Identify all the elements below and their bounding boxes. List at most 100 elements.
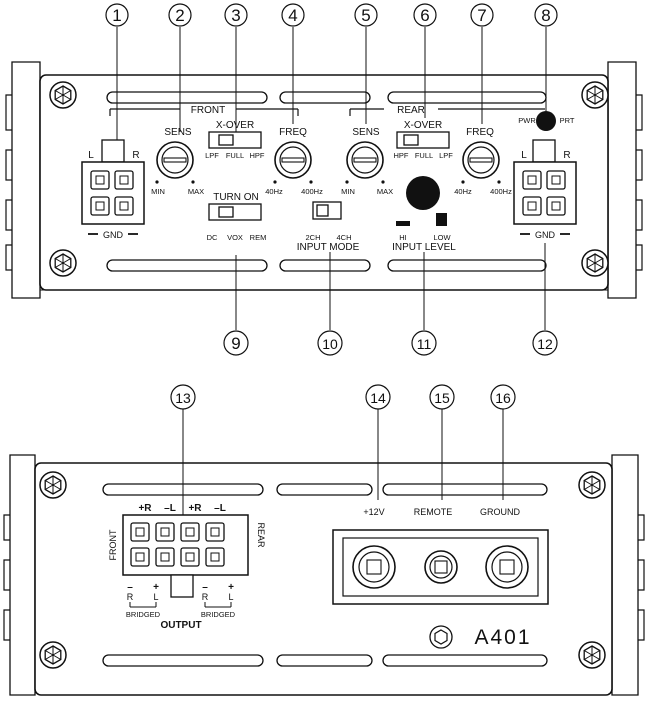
bottom-leader-lines xyxy=(182,409,504,515)
callout-11: 11 xyxy=(411,330,437,356)
status-led xyxy=(536,111,556,131)
callout-10: 10 xyxy=(317,330,343,356)
r-label: R xyxy=(202,592,209,602)
minus-sign: – xyxy=(202,582,208,593)
front-freq-knob[interactable] xyxy=(274,141,312,179)
turn-on-opt: DC xyxy=(207,233,218,242)
right-label: R xyxy=(563,150,570,161)
svg-text:8: 8 xyxy=(541,6,550,25)
l-label: L xyxy=(228,592,233,602)
svg-text:4: 4 xyxy=(288,6,297,25)
svg-text:14: 14 xyxy=(370,390,386,406)
callout-3: 3 xyxy=(224,3,248,27)
callout-4: 4 xyxy=(281,3,305,27)
rear-xover-label: X-OVER xyxy=(404,120,442,131)
right-label: R xyxy=(132,150,139,161)
bridged-label: BRIDGED xyxy=(201,610,236,619)
svg-text:12: 12 xyxy=(537,336,553,352)
left-label: L xyxy=(88,150,94,161)
front-xover-label: X-OVER xyxy=(216,120,254,131)
bottom-panel: +R –L +R –L FRONT REAR – + – + R L R L B… xyxy=(3,454,645,696)
minus-l-label: –L xyxy=(214,503,226,514)
hex-screw-icon xyxy=(581,249,609,277)
svg-text:2: 2 xyxy=(175,6,184,25)
turn-on-label: TURN ON xyxy=(213,192,259,203)
callout-9: 9 xyxy=(223,330,249,356)
rear-freq-label: FREQ xyxy=(466,127,494,138)
input-level-opt: HI xyxy=(399,233,407,242)
pwr-label: PWR xyxy=(518,116,536,125)
xover-opt: FULL xyxy=(226,151,244,160)
xover-opt: HPF xyxy=(394,151,409,160)
minus-sign: – xyxy=(127,582,133,593)
front-side-label: FRONT xyxy=(108,529,118,560)
callouts-bottom: 13 14 15 16 xyxy=(170,384,516,410)
turn-on-opt: REM xyxy=(250,233,267,242)
power-terminal-block: +12V REMOTE GROUND xyxy=(332,507,549,605)
front-input-connector: L R GND xyxy=(81,139,145,240)
callout-16: 16 xyxy=(490,384,516,410)
xover-opt: LPF xyxy=(439,151,453,160)
callouts-top: 1 2 3 4 5 6 7 8 9 10 11 12 xyxy=(105,3,558,356)
xover-opt: FULL xyxy=(415,151,433,160)
svg-text:7: 7 xyxy=(477,6,486,25)
rear-input-connector: L R GND xyxy=(513,139,577,240)
callout-13: 13 xyxy=(170,384,196,410)
svg-text:3: 3 xyxy=(231,6,240,25)
gnd-label: GND xyxy=(535,230,556,240)
plus-r-label: +R xyxy=(188,503,202,514)
hex-screw-icon xyxy=(49,81,77,109)
front-freq-label: FREQ xyxy=(279,127,307,138)
turn-on-opt: VOX xyxy=(227,233,243,242)
callout-6: 6 xyxy=(413,3,437,27)
callout-8: 8 xyxy=(534,3,558,27)
rear-freq-knob[interactable] xyxy=(462,141,500,179)
brand-logo: A401 xyxy=(429,625,531,649)
hex-screw-icon xyxy=(49,249,77,277)
input-mode-opt: 2CH xyxy=(305,233,320,242)
max-label: MAX xyxy=(188,187,204,196)
rear-sens-label: SENS xyxy=(352,127,380,138)
svg-text:6: 6 xyxy=(420,6,429,25)
plus-sign: + xyxy=(153,582,159,593)
min-label: MIN xyxy=(151,187,165,196)
gnd-label: GND xyxy=(103,230,124,240)
freq-high-label: 400Hz xyxy=(490,187,512,196)
max-label: MAX xyxy=(377,187,393,196)
rear-sens-knob[interactable] xyxy=(346,141,384,179)
svg-text:11: 11 xyxy=(417,336,432,352)
hex-screw-icon xyxy=(39,641,67,669)
front-sens-knob[interactable] xyxy=(156,141,194,179)
freq-low-label: 40Hz xyxy=(265,187,283,196)
front-sens-label: SENS xyxy=(164,127,192,138)
turn-on-switch[interactable] xyxy=(208,203,262,221)
input-level-knob[interactable] xyxy=(406,176,440,210)
prt-label: PRT xyxy=(560,116,575,125)
svg-text:10: 10 xyxy=(322,336,338,352)
front-label: FRONT xyxy=(191,105,225,116)
rear-side-label: REAR xyxy=(256,522,266,548)
top-panel: FRONT REAR L R GND L xyxy=(5,61,643,299)
remote-label: REMOTE xyxy=(414,507,453,517)
xover-opt: HPF xyxy=(250,151,265,160)
front-xover-switch[interactable] xyxy=(208,131,262,149)
speaker-output-connector: +R –L +R –L FRONT REAR – + – + R L R L B… xyxy=(108,503,266,631)
svg-text:5: 5 xyxy=(361,6,370,25)
power-12v-label: +12V xyxy=(363,507,384,517)
min-label: MIN xyxy=(341,187,355,196)
freq-low-label: 40Hz xyxy=(454,187,472,196)
svg-text:13: 13 xyxy=(175,390,191,406)
callout-15: 15 xyxy=(429,384,455,410)
input-mode-label: INPUT MODE xyxy=(297,242,360,253)
input-level-label: INPUT LEVEL xyxy=(392,242,456,253)
bridged-label: BRIDGED xyxy=(126,610,161,619)
hex-screw-icon xyxy=(578,471,606,499)
callout-14: 14 xyxy=(365,384,391,410)
hex-screw-icon xyxy=(581,81,609,109)
model-name: A401 xyxy=(474,626,531,649)
svg-text:1: 1 xyxy=(112,6,121,25)
hex-screw-icon xyxy=(578,641,606,669)
callout-7: 7 xyxy=(470,3,494,27)
top-leader-lines xyxy=(116,27,547,330)
